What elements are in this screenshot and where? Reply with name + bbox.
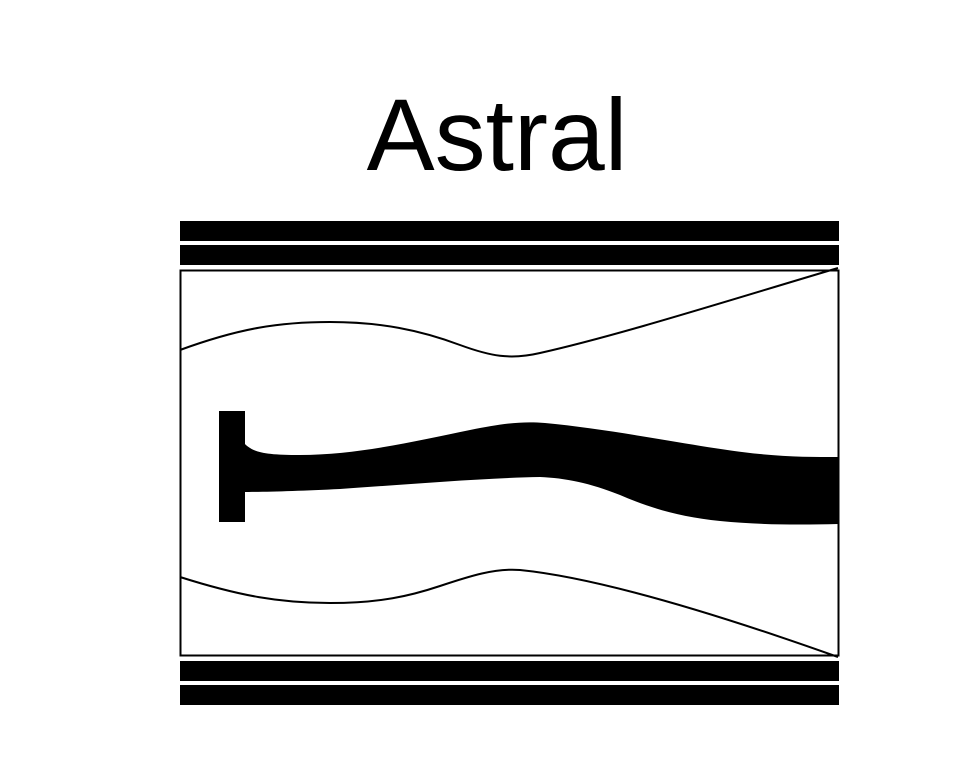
bottom-band-outer (180, 685, 839, 705)
bottom-band-inner (180, 661, 839, 681)
flowpath-box (179, 269, 840, 657)
diagram-title: Astral (366, 78, 628, 192)
top-double-band (180, 221, 839, 265)
injector-bar (219, 411, 245, 522)
upper-boundary-curve (179, 267, 839, 358)
top-band-inner (180, 245, 839, 265)
lower-boundary-curve (179, 568, 839, 658)
central-flame-plume (243, 422, 838, 525)
bottom-double-band (180, 661, 839, 705)
top-band-outer (180, 221, 839, 241)
